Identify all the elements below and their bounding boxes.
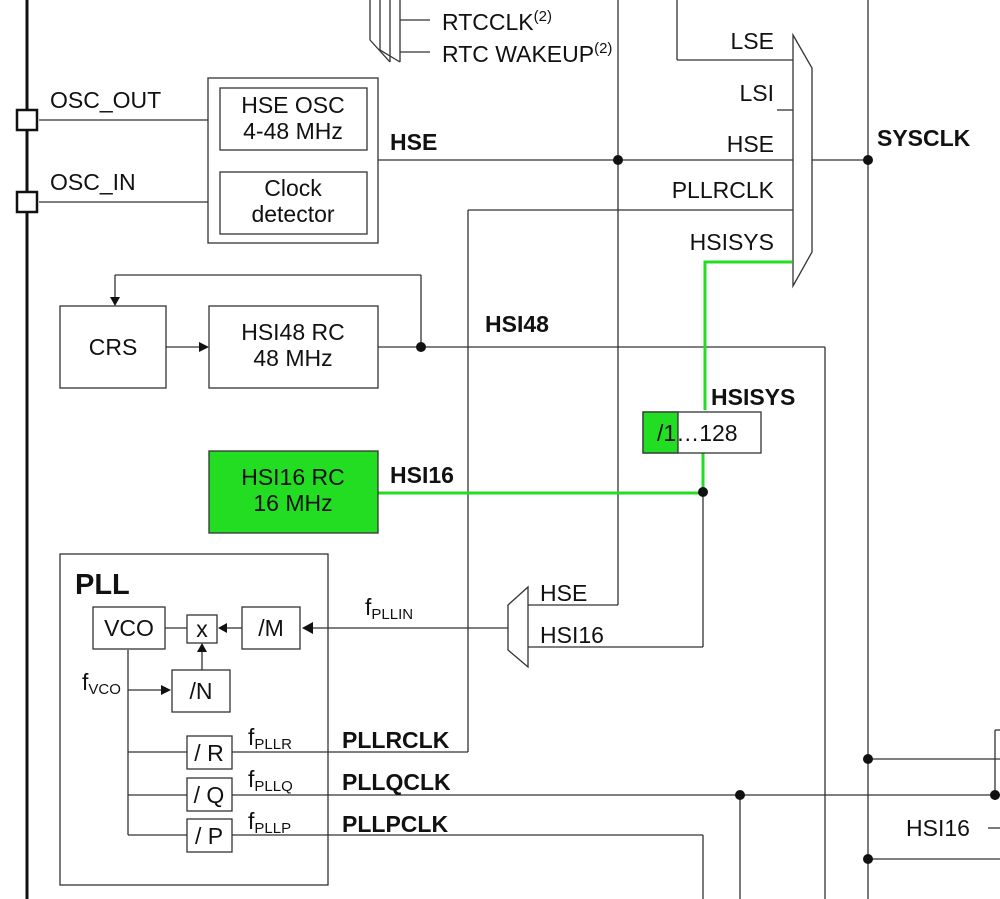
mux-input-lse: LSE	[731, 28, 774, 54]
pll-mux-input-hse: HSE	[540, 580, 587, 606]
sysclk-label: SYSCLK	[877, 125, 971, 151]
mux-input-hsisys: HSISYS	[690, 229, 774, 255]
sysclk-mux	[792, 32, 813, 289]
div-p-label: / P	[195, 823, 223, 849]
osc-in-pin	[15, 190, 39, 214]
div-q-block	[186, 777, 233, 812]
hsi48-signal-label: HSI48	[485, 311, 549, 337]
osc-out-pin	[15, 108, 39, 132]
fpllin-label: fPLLIN	[365, 594, 413, 623]
hse-osc-line1: HSE OSC	[241, 92, 345, 118]
right-hsi16-label: HSI16	[906, 815, 970, 841]
hsi16-rc-block	[208, 450, 379, 534]
osc-out-label: OSC_OUT	[50, 87, 161, 113]
hsisys-divider-highlight	[642, 411, 679, 454]
hsi16-line1: HSI16 RC	[241, 464, 345, 490]
div-n-block	[171, 669, 231, 713]
pllpclk-label: PLLPCLK	[342, 811, 448, 837]
pllrclk-label: PLLRCLK	[342, 727, 450, 753]
vco-block	[92, 606, 166, 650]
div-p-block	[186, 818, 233, 853]
hsisys-signal-label: HSISYS	[711, 384, 795, 410]
multiplier-label: x	[196, 616, 208, 642]
mux-input-pllrclk: PLLRCLK	[672, 177, 775, 203]
rtc-wakeup-label: RTC WAKEUP(2)	[442, 40, 612, 67]
clock-detector-block	[219, 171, 368, 235]
hsi48-line2: 48 MHz	[253, 345, 332, 371]
div-q-label: / Q	[194, 782, 225, 808]
pllqclk-label: PLLQCLK	[342, 769, 451, 795]
clock-detector-line2: detector	[251, 201, 334, 227]
fpllq-label: fPLLQ	[248, 766, 293, 795]
mux-input-lsi: LSI	[739, 80, 774, 106]
hse-osc-line2: 4-48 MHz	[243, 118, 343, 144]
hsisys-divider-label: /1…128	[657, 420, 738, 446]
junction-dots	[416, 155, 1000, 864]
pll-block	[59, 553, 329, 886]
mux-input-hse: HSE	[727, 131, 774, 157]
div-r-label: / R	[194, 740, 223, 766]
fpllp-label: fPLLP	[248, 808, 291, 837]
hse-signal-label: HSE	[390, 129, 437, 155]
sysclk-mux-inputs: LSE LSI HSE PLLRCLK HSISYS	[672, 28, 775, 255]
hsi16-signal-label: HSI16	[390, 462, 454, 488]
fvco-label: fVCO	[82, 669, 121, 698]
hsi48-line1: HSI48 RC	[241, 319, 345, 345]
multiplier-block	[186, 614, 218, 644]
clock-detector-line1: Clock	[264, 175, 322, 201]
hsi48-rc-block	[208, 305, 379, 389]
vco-label: VCO	[104, 615, 154, 641]
crs-block	[59, 305, 167, 389]
div-n-label: /N	[190, 678, 213, 704]
crs-label: CRS	[89, 334, 138, 360]
hsisys-highlight-path	[378, 260, 792, 495]
fpllr-label: fPLLR	[248, 724, 292, 753]
wires	[39, 0, 1000, 899]
div-r-block	[186, 735, 233, 770]
hsi16-line2: 16 MHz	[253, 490, 332, 516]
rtc-mux	[369, 0, 430, 63]
pll-source-mux	[507, 585, 529, 669]
hse-osc-block	[219, 87, 368, 151]
div-m-label: /M	[258, 615, 284, 641]
osc-in-label: OSC_IN	[50, 169, 136, 195]
div-m-block	[241, 606, 301, 650]
pll-mux-input-hsi16: HSI16	[540, 622, 604, 648]
pll-title: PLL	[75, 569, 130, 601]
rtcclk-label: RTCCLK(2)	[442, 8, 552, 35]
